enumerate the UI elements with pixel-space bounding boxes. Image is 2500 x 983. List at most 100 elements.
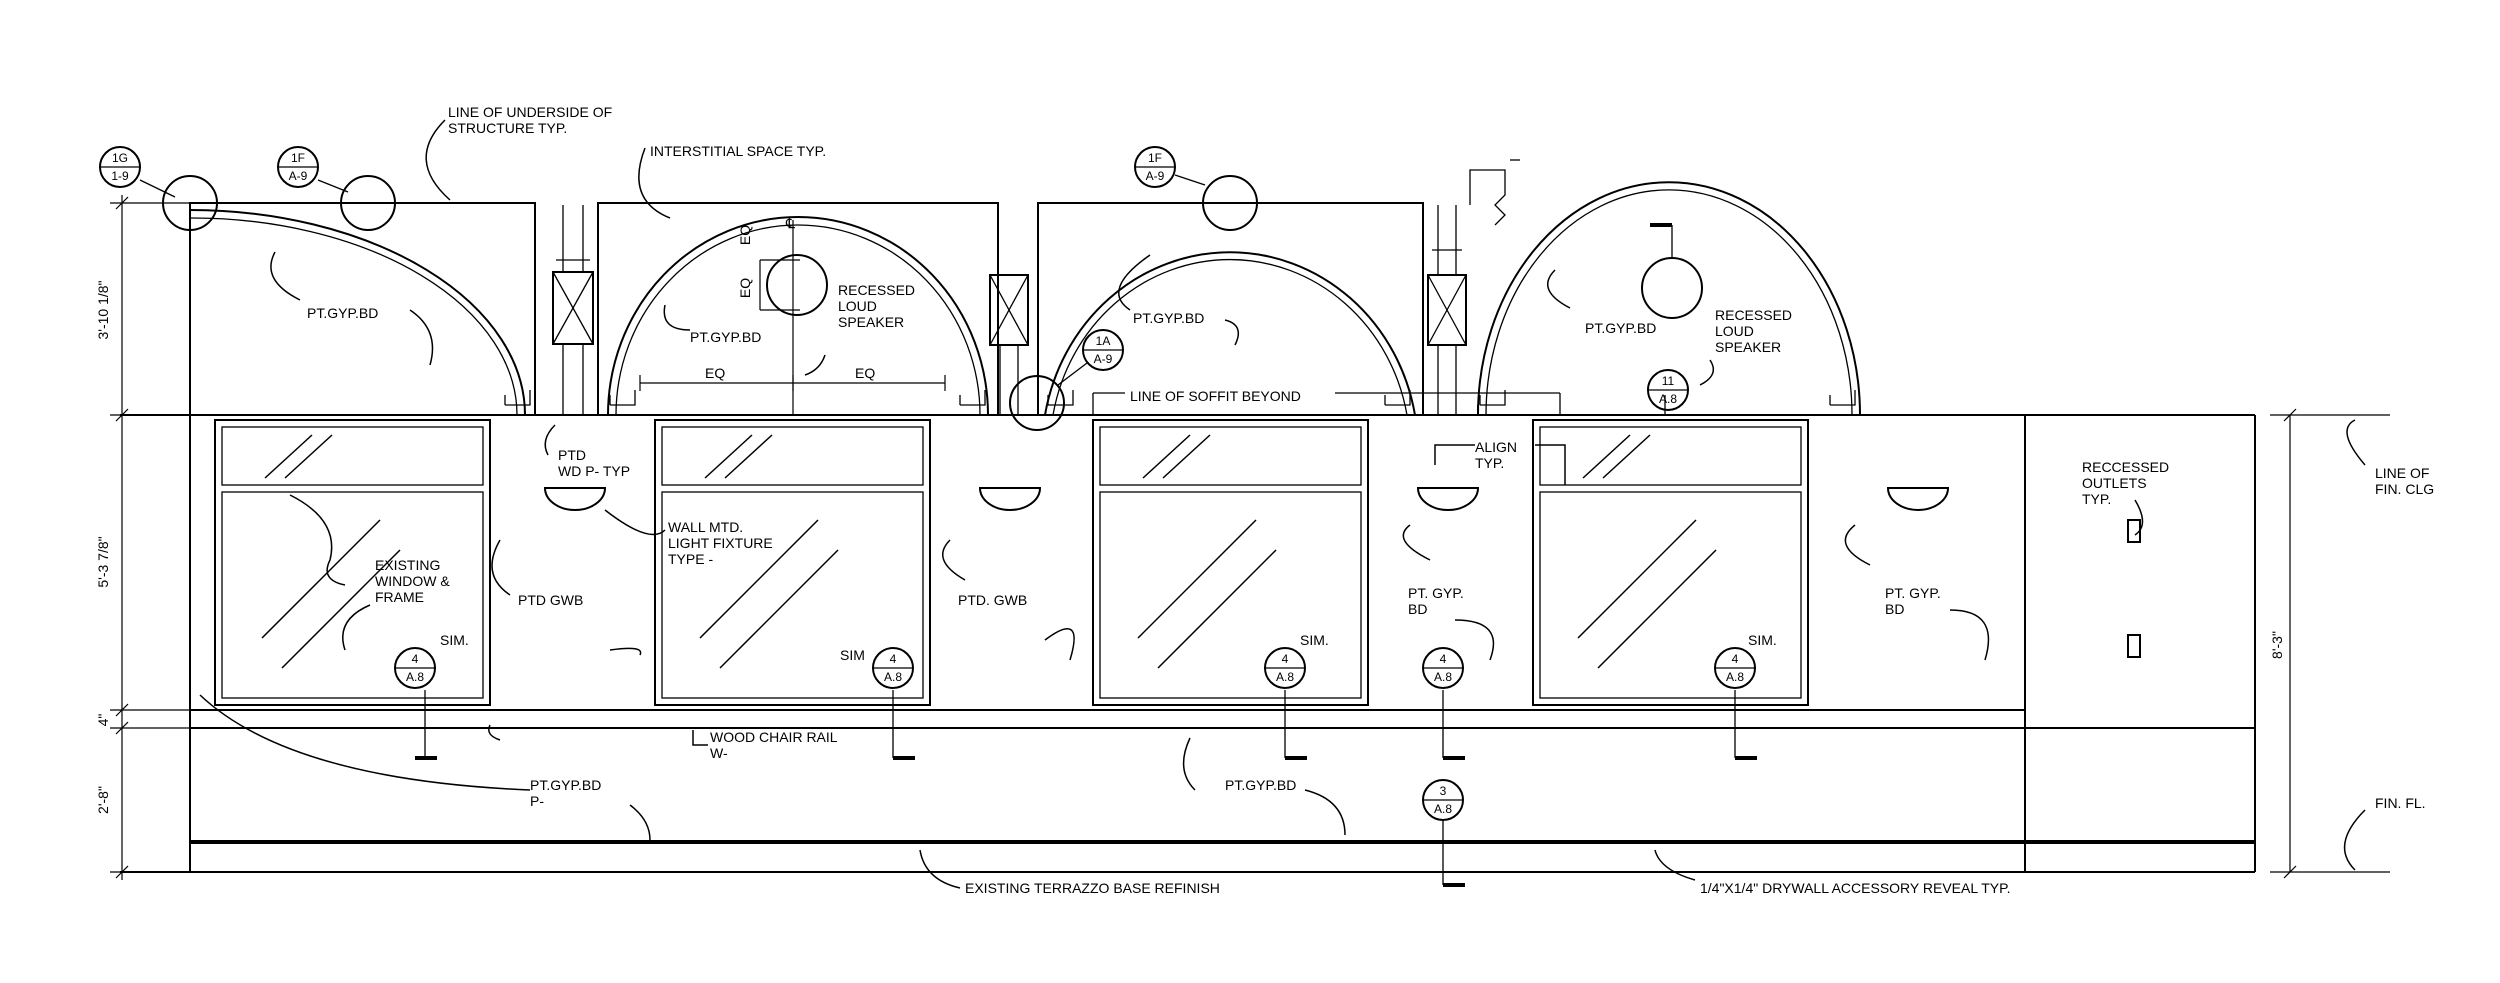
callout-1f-right: 1F A-9 [1134, 146, 1206, 188]
note-ptd-wd-1: PTD [558, 447, 586, 463]
svg-text:A-9: A-9 [289, 169, 308, 183]
light-fixture-icon [543, 487, 607, 511]
leaders [199, 119, 2366, 889]
speaker-icon [766, 254, 828, 316]
dimension-lines [110, 195, 2390, 880]
dim-eq-right: EQ [855, 365, 875, 381]
note-ptd-gwb-1: PTD GWB [518, 592, 583, 608]
svg-text:A-9: A-9 [1146, 169, 1165, 183]
note-ptgyp-1: PT.GYP.BD [307, 305, 378, 321]
note-fin-fl: FIN. FL. [2375, 795, 2426, 811]
light-fixtures [543, 487, 1950, 511]
section-ticks [415, 395, 1757, 887]
note-window-3: FRAME [375, 589, 424, 605]
note-fixture-1: WALL MTD. [668, 519, 743, 535]
note-fixture-2: LIGHT FIXTURE [668, 535, 773, 551]
svg-text:1-9: 1-9 [111, 169, 129, 183]
arch-bays [189, 159, 1861, 416]
note-sim-3: SIM. [1300, 632, 1329, 648]
note-ptd-gwb-2: PTD. GWB [958, 592, 1027, 608]
callout-1g: 1G 1-9 [99, 146, 176, 198]
note-chair-rail-2: W- [710, 745, 728, 761]
svg-text:A.8: A.8 [1434, 802, 1452, 816]
svg-text:A.8: A.8 [1434, 670, 1452, 684]
callout-1f-left: 1F A-9 [277, 146, 349, 193]
note-align-1: ALIGN [1475, 439, 1517, 455]
dim-eq-left: EQ [705, 365, 725, 381]
svg-text:1G: 1G [112, 151, 128, 165]
dim-eq-v1: EQ [737, 225, 753, 245]
note-reveal: 1/4"X1/4" DRYWALL ACCESSORY REVEAL TYP. [1700, 880, 2011, 896]
svg-text:A.8: A.8 [884, 670, 902, 684]
svg-text:A.8: A.8 [1276, 670, 1294, 684]
note-chair-rail-1: WOOD CHAIR RAIL [710, 729, 838, 745]
svg-text:11: 11 [1662, 374, 1675, 388]
note-ptgypbd-a-1: PT. GYP. [1408, 585, 1464, 601]
note-window-2: WINDOW & [375, 573, 450, 589]
note-outlets-2: OUTLETS [2082, 475, 2147, 491]
svg-text:1A: 1A [1096, 334, 1111, 348]
svg-text:1F: 1F [1148, 151, 1162, 165]
speaker-icon [1641, 257, 1703, 319]
detail-circles [162, 175, 1258, 431]
svg-text:4: 4 [1282, 652, 1289, 666]
note-fin-clg-1: LINE OF [2375, 465, 2429, 481]
windows [214, 419, 1809, 706]
outlet-icon [2127, 634, 2141, 658]
svg-text:3: 3 [1440, 784, 1447, 798]
note-interstitial: INTERSTITIAL SPACE TYP. [650, 143, 826, 159]
svg-text:A.8: A.8 [406, 670, 424, 684]
note-ptgyp-low-1a: PT.GYP.BD [530, 777, 601, 793]
speakers [766, 223, 1703, 319]
note-speaker1-1: RECESSED [838, 282, 915, 298]
detail-circle [1202, 175, 1258, 231]
note-ptgyp-2: PT.GYP.BD [690, 329, 761, 345]
section-bubble-3: 4 A.8 [1264, 647, 1306, 689]
svg-text:A-9: A-9 [1094, 352, 1113, 366]
dim-middle: 5'-3 7/8" [95, 536, 111, 587]
note-window-1: EXISTING [375, 557, 440, 573]
note-fixture-3: TYPE - [668, 551, 713, 567]
note-outlets-1: RECCESSED [2082, 459, 2169, 475]
dim-upper: 3'-10 1/8" [95, 280, 111, 339]
dim-rail: 4" [95, 714, 111, 727]
light-fixture-icon [1416, 487, 1480, 511]
outlet-icon [2127, 519, 2141, 543]
section-bubble-5: 4 A.8 [1714, 647, 1756, 689]
svg-text:A.8: A.8 [1726, 670, 1744, 684]
svg-text:A.8: A.8 [1659, 392, 1677, 406]
svg-text:4: 4 [1732, 652, 1739, 666]
svg-text:4: 4 [1440, 652, 1447, 666]
note-ptgypbd-b-2: BD [1885, 601, 1904, 617]
section-bubble-2: 4 A.8 [872, 647, 914, 689]
detail-circle [1009, 375, 1065, 431]
wall-outline [120, 205, 2256, 873]
section-bubble-6: 3 A.8 [1422, 779, 1464, 821]
centerline-symbol: ℄ [785, 215, 795, 231]
note-speaker2-1: RECESSED [1715, 307, 1792, 323]
svg-text:1F: 1F [291, 151, 305, 165]
note-ptgypbd-b-1: PT. GYP. [1885, 585, 1941, 601]
note-speaker1-2: LOUD [838, 298, 877, 314]
note-speaker2-2: LOUD [1715, 323, 1754, 339]
section-bubble-4: 4 A.8 [1422, 647, 1464, 689]
detail-circle [340, 175, 396, 231]
note-ptgyp-low-1b: P- [530, 793, 544, 809]
svg-text:4: 4 [890, 652, 897, 666]
note-fin-clg-2: FIN. CLG [2375, 481, 2434, 497]
note-ptgypbd-a-2: BD [1408, 601, 1427, 617]
light-fixture-icon [978, 487, 1042, 511]
note-soffit: LINE OF SOFFIT BEYOND [1130, 388, 1301, 404]
dim-eq-v2: EQ [737, 278, 753, 298]
note-underside-2: STRUCTURE TYP. [448, 120, 567, 136]
note-outlets-3: TYP. [2082, 491, 2111, 507]
note-ptgyp-low-2: PT.GYP.BD [1225, 777, 1296, 793]
note-underside-1: LINE OF UNDERSIDE OF [448, 104, 612, 120]
callout-11: 11 A.8 [1647, 369, 1689, 411]
note-ptgyp-4: PT.GYP.BD [1585, 320, 1656, 336]
note-terrazzo: EXISTING TERRAZZO BASE REFINISH [965, 880, 1220, 896]
dim-overall: 8'-3" [2269, 631, 2285, 659]
note-ptgyp-3: PT.GYP.BD [1133, 310, 1204, 326]
dim-lower: 2'-8" [95, 786, 111, 814]
